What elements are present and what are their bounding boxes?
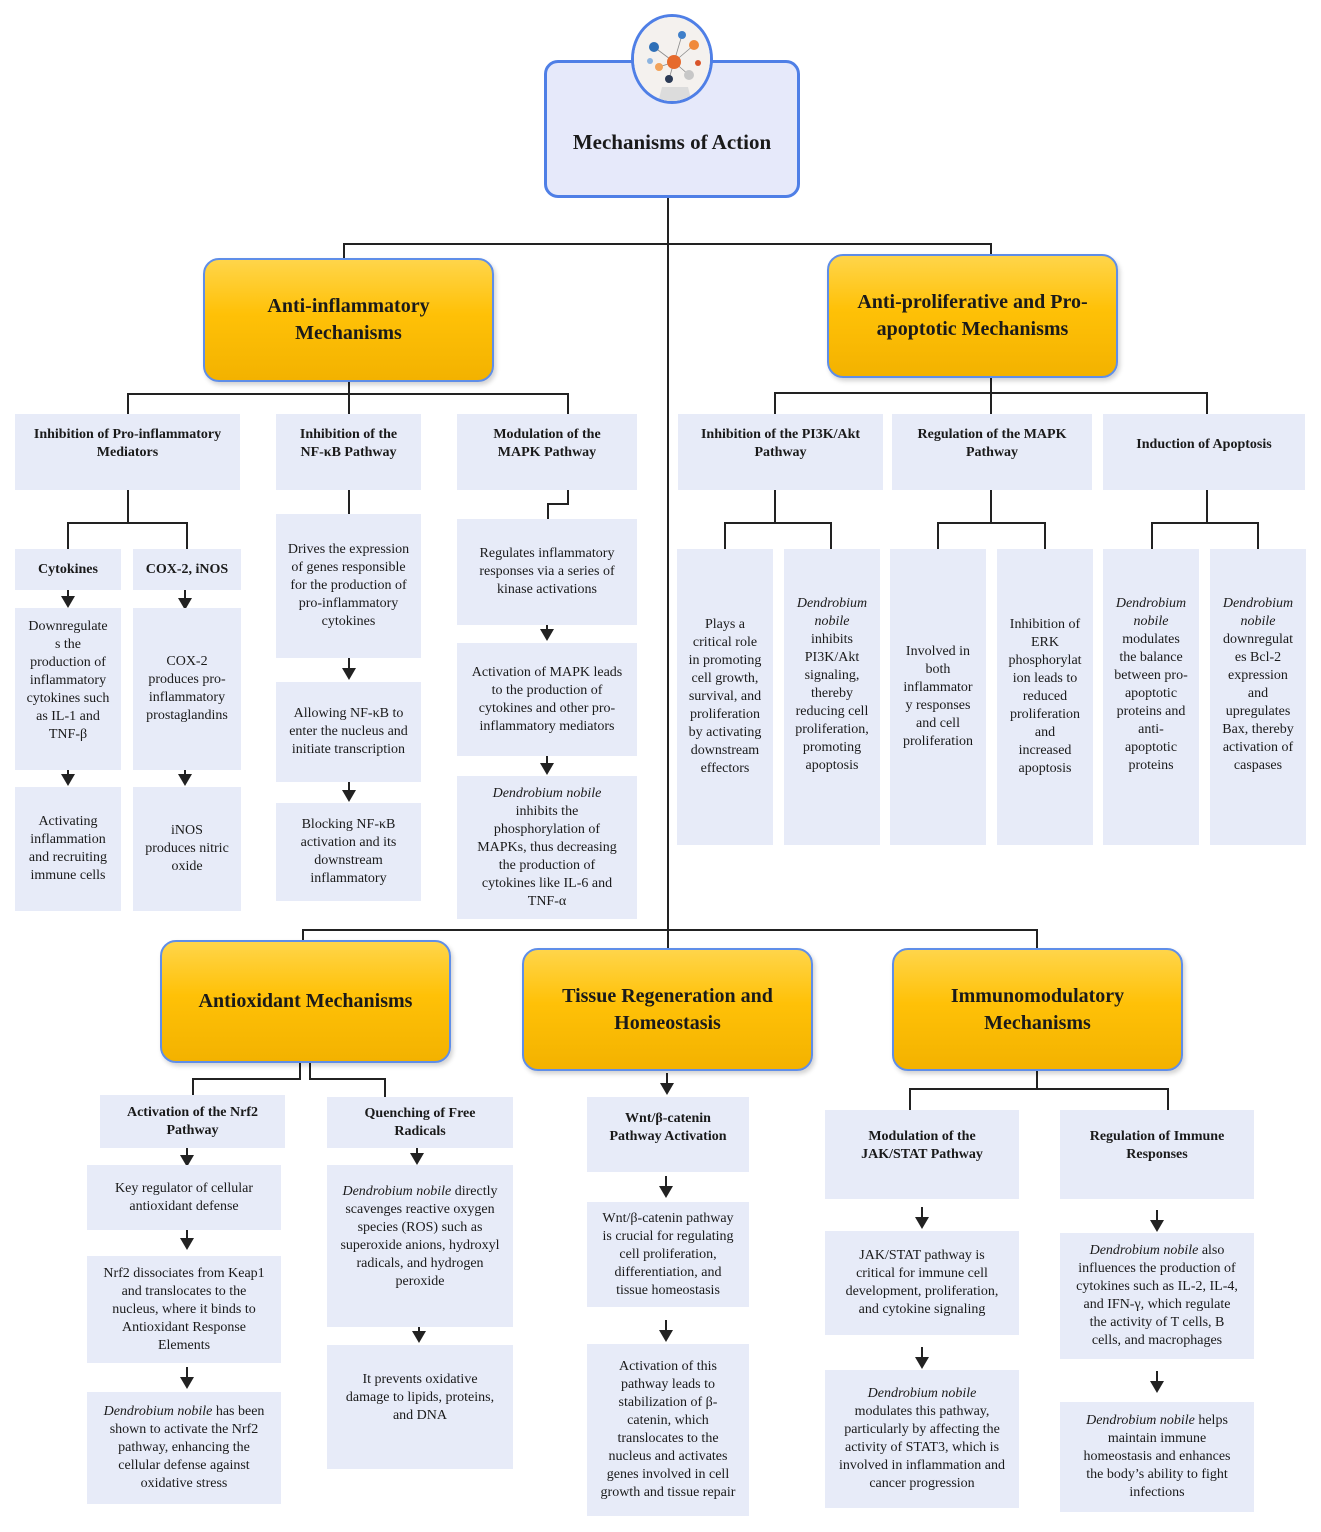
mapk-inflam-step-1: Regulates inflammatory responses via a s… [457, 519, 637, 625]
species-name: Dendrobium nobile [103, 1404, 213, 1419]
header-immune-responses: Regulation of Immune Responses [1060, 1110, 1254, 1199]
category-tissue-regeneration: Tissue Regeneration and Homeostasis [522, 948, 813, 1071]
wnt-step-1: Wnt/β-catenin pathway is crucial for reg… [587, 1202, 749, 1307]
arrow-icon [915, 1207, 929, 1229]
header-wnt: Wnt/β-catenin Pathway Activation [587, 1097, 749, 1172]
nfkb-step-3: Blocking NF-κB activation and its downst… [276, 803, 421, 901]
arrow-icon [660, 1073, 674, 1095]
species-name: Dendrobium nobile [1089, 1243, 1199, 1258]
arrow-icon [410, 1143, 424, 1165]
header-jak-stat: Modulation of the JAK/STAT Pathway [825, 1110, 1019, 1199]
category-anti-inflammatory: Anti-inflammatory Mechanisms [203, 258, 494, 382]
header-cox2-inos: COX-2, iNOS [133, 549, 241, 590]
species-name: Dendrobium nobile [796, 596, 868, 629]
pi3k-left: Plays a critical role in promoting cell … [677, 549, 773, 845]
arrow-icon [178, 588, 192, 610]
arrow-icon [540, 619, 554, 641]
jak-step-1: JAK/STAT pathway is critical for immune … [825, 1231, 1019, 1335]
header-pi3k-akt: Inhibition of the PI3K/Akt Pathway [678, 414, 883, 490]
arrow-icon [540, 753, 554, 775]
radicals-step-1: Dendrobium nobile directly scavenges rea… [327, 1165, 513, 1327]
radicals-step-2: It prevents oxidative damage to lipids, … [327, 1345, 513, 1469]
arrow-icon [180, 1367, 194, 1389]
wnt-step-2: Activation of this pathway leads to stab… [587, 1344, 749, 1516]
mapk-prolif-left: Involved in both inflammator y responses… [890, 549, 986, 845]
header-free-radicals: Quenching of Free Radicals [327, 1097, 513, 1148]
arrow-icon [180, 1228, 194, 1250]
immune-step-1: Dendrobium nobile also influences the pr… [1060, 1233, 1254, 1359]
cox-step-1: COX-2 produces pro- inflammatory prostag… [133, 608, 241, 770]
species-name: Dendrobium nobile [1222, 596, 1294, 629]
arrow-icon [342, 658, 356, 680]
nrf2-step-1: Key regulator of cellular antioxidant de… [87, 1165, 281, 1230]
arrow-icon [178, 764, 192, 786]
category-immunomodulatory: Immunomodulatory Mechanisms [892, 948, 1183, 1071]
species-name: Dendrobium nobile [1086, 1413, 1195, 1428]
mapk-inflam-step-2: Activation of MAPK leads to the producti… [457, 643, 637, 756]
header-nfkb-pathway: Inhibition of the NF-κB Pathway [276, 414, 421, 490]
header-nrf2: Activation of the Nrf2 Pathway [100, 1095, 285, 1148]
nrf2-step-3: Dendrobium nobile has been shown to acti… [87, 1392, 281, 1504]
species-name: Dendrobium nobile [342, 1184, 452, 1199]
nfkb-step-2: Allowing NF-κB to enter the nucleus and … [276, 682, 421, 782]
arrow-icon [61, 764, 75, 786]
cytokines-step-1: Downregulate s the production of inflamm… [15, 608, 121, 770]
arrow-icon [659, 1320, 673, 1342]
arrow-icon [412, 1321, 426, 1343]
arrow-icon [342, 780, 356, 802]
species-name: Dendrobium nobile [492, 785, 602, 801]
arrow-icon [1150, 1371, 1164, 1393]
header-mapk-modulation: Modulation of the MAPK Pathway [457, 414, 637, 490]
nfkb-step-1: Drives the expression of genes responsib… [276, 514, 421, 658]
header-cytokines: Cytokines [15, 549, 121, 590]
arrow-icon [1150, 1210, 1164, 1232]
species-name: Dendrobium nobile [1115, 596, 1187, 629]
cox-step-2: iNOS produces nitric oxide [133, 787, 241, 911]
arrow-icon [659, 1176, 673, 1198]
header-mapk-regulation: Regulation of the MAPK Pathway [892, 414, 1092, 490]
header-apoptosis: Induction of Apoptosis [1103, 414, 1305, 490]
immune-step-2: Dendrobium nobile helps maintain immune … [1060, 1402, 1254, 1512]
species-name: Dendrobium nobile [867, 1386, 977, 1401]
category-antioxidant: Antioxidant Mechanisms [160, 940, 451, 1063]
mapk-prolif-right: Inhibition of ERK phosphorylat ion leads… [997, 549, 1093, 845]
arrow-icon [180, 1145, 194, 1167]
root-title: Mechanisms of Action [572, 130, 772, 154]
category-anti-proliferative: Anti-proliferative and Pro- apoptotic Me… [827, 254, 1118, 378]
cytokines-step-2: Activating inflammation and recruiting i… [15, 787, 121, 911]
molecule-network-icon [631, 14, 713, 104]
nrf2-step-2: Nrf2 dissociates from Keap1 and transloc… [87, 1256, 281, 1363]
header-pro-inflammatory-mediators: Inhibition of Pro-inflammatory Mediators [15, 414, 240, 490]
arrow-icon [915, 1347, 929, 1369]
arrow-icon [61, 586, 75, 608]
